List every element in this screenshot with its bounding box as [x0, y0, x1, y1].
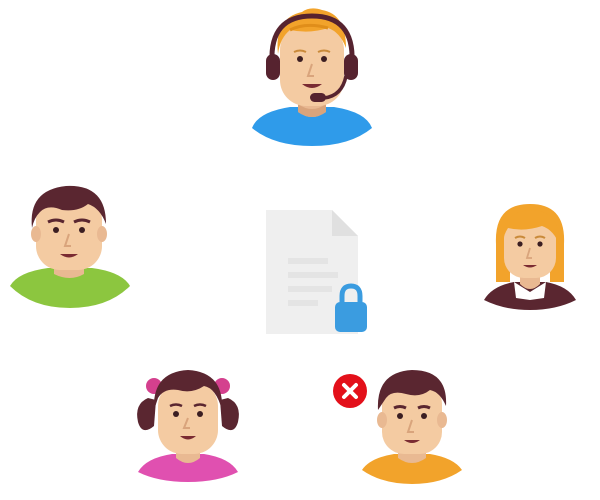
locked-document-icon [266, 210, 367, 334]
close-icon [333, 374, 367, 408]
woman-blonde-avatar-icon [484, 204, 576, 310]
man-green-shirt-avatar-icon [10, 185, 130, 308]
man-orange-shirt-avatar-icon [362, 370, 462, 484]
girl-pink-shirt-avatar-icon [137, 370, 239, 482]
padlock-icon [335, 283, 367, 332]
support-agent-avatar-icon [252, 8, 372, 146]
